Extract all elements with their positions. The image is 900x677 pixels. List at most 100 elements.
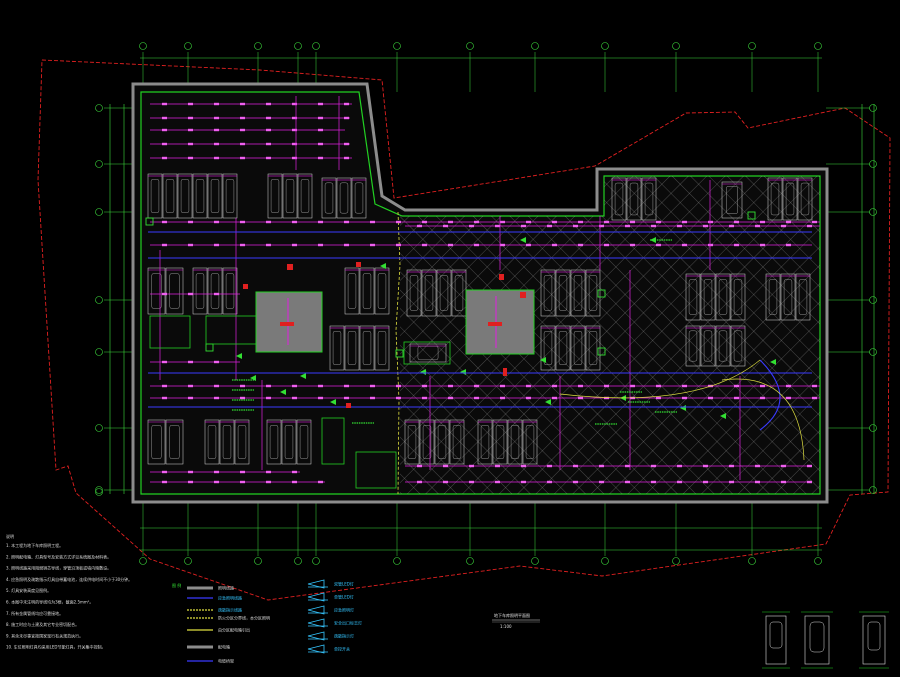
legend-item: 照明线路 [218, 585, 234, 591]
axis-bubble [869, 208, 877, 216]
legend-heading: 图 例 [172, 582, 181, 588]
legend-item: 单控开关 [334, 646, 350, 652]
parking-bay [162, 173, 178, 219]
axis-bubble [139, 42, 147, 50]
axis-bubble [184, 557, 192, 565]
note-line: 7. 所有金属管线均应可靠接地。 [6, 610, 63, 616]
parking-bay [419, 419, 435, 465]
parking-bay [767, 177, 783, 221]
parking-bay [147, 419, 166, 465]
parking-bay [540, 269, 556, 317]
legend-item: 电缆桥架 [218, 658, 234, 664]
parking-bay [406, 269, 422, 317]
axis-bubble [312, 42, 320, 50]
notes-heading: 说明 [6, 533, 14, 539]
legend-item: 应急照明线路 [218, 595, 242, 601]
parking-bay [780, 273, 796, 321]
parking-bay [234, 419, 250, 465]
legend-item: 单管LED灯 [334, 594, 354, 600]
note-line: 9. 其余未尽事宜按国家现行有关规范执行。 [6, 632, 83, 638]
fire-zone-divider [395, 211, 401, 495]
axis-bubble [95, 486, 103, 494]
equipment-markers [243, 262, 526, 408]
axis-bubble [393, 557, 401, 565]
axis-bubble [748, 42, 756, 50]
parking-bay [721, 181, 743, 219]
parking-bay [281, 419, 297, 465]
parking-bay [715, 325, 731, 367]
parking-bay [351, 177, 367, 219]
parking-bay [797, 177, 813, 221]
axis-bubble [869, 104, 877, 112]
axis-bubble [294, 42, 302, 50]
parking-bay [359, 267, 375, 315]
drive-aisle-lines [148, 231, 812, 431]
parking-bay [409, 343, 447, 363]
parking-bay [266, 419, 282, 465]
parking-bay [765, 273, 781, 321]
parking-spaces [147, 173, 813, 465]
parking-bay [165, 419, 184, 465]
axis-bubble [184, 42, 192, 50]
axis-bubble [531, 42, 539, 50]
parking-bay [404, 419, 420, 465]
drawing-notes: 说明 1. 本工程为地下车库照明工程。 2. 照明配电箱、灯具型号及安装方式详见系… [6, 533, 132, 650]
parking-bay [177, 173, 193, 219]
parking-bay [685, 325, 701, 367]
legend-item: 由分区配电箱引出 [218, 627, 250, 633]
parking-bay [282, 173, 298, 219]
parking-bay [626, 177, 642, 221]
parking-bay [192, 267, 208, 315]
axis-bubble [601, 557, 609, 565]
parking-bay [492, 419, 508, 465]
parking-bay [267, 173, 283, 219]
axis-bubble [312, 557, 320, 565]
sheet-title-block: 地下车库照明平面图 1:100 [492, 612, 540, 629]
sheet-title: 地下车库照明平面图 [494, 612, 530, 618]
parking-bay [507, 419, 523, 465]
legend-item: 配电箱 [218, 644, 230, 650]
axis-bubble [95, 104, 103, 112]
parking-bay [700, 325, 716, 367]
axis-bubble [393, 42, 401, 50]
axis-bubble [531, 557, 539, 565]
parking-bay [522, 419, 538, 465]
axis-bubble [95, 424, 103, 432]
lighting-circuits [145, 96, 820, 484]
parking-bay [222, 267, 238, 315]
legend-item: 疏散指示灯 [334, 633, 354, 639]
ramp-curves [559, 359, 805, 461]
note-line: 1. 本工程为地下车库照明工程。 [6, 542, 63, 548]
parking-bay [421, 269, 437, 317]
legend-item: 疏散指示线路 [218, 607, 242, 613]
axis-bubble [254, 557, 262, 565]
parking-bay [715, 273, 731, 321]
axis-bubble [95, 296, 103, 304]
parking-bay [477, 419, 493, 465]
note-line: 10. 车位照明灯具均采用LED节能灯具，开关集中控制。 [6, 644, 105, 650]
drawing-legend: 图 例 照明线路应急照明线路疏散指示线路防火分区分界线，本分区照明由分区配电箱引… [172, 579, 362, 664]
parking-bay [147, 173, 163, 219]
axis-bubble [869, 348, 877, 356]
legend-item: 应急照明灯 [334, 607, 354, 613]
parking-bay [204, 419, 220, 465]
axis-bubble [254, 42, 262, 50]
axis-bubble [869, 296, 877, 304]
axis-bubble [95, 348, 103, 356]
parking-bay [344, 325, 360, 371]
stair-core-east [465, 289, 535, 355]
parking-bay [207, 267, 223, 315]
legend-item: 双管LED灯 [334, 581, 354, 587]
axis-bubble [672, 557, 680, 565]
parking-bay [296, 419, 312, 465]
parking-bay [344, 267, 360, 315]
parking-bay [451, 269, 467, 317]
note-line: 2. 照明配电箱、灯具型号及安装方式详见系统图及材料表。 [6, 553, 111, 559]
stair-core-west [255, 291, 323, 353]
detail-thumbnails [762, 611, 889, 669]
parking-bay [555, 269, 571, 317]
legend-item: 安全出口标志灯 [334, 620, 362, 626]
axis-bubble [466, 42, 474, 50]
parking-bay [374, 325, 390, 371]
axis-bubble [869, 486, 877, 494]
